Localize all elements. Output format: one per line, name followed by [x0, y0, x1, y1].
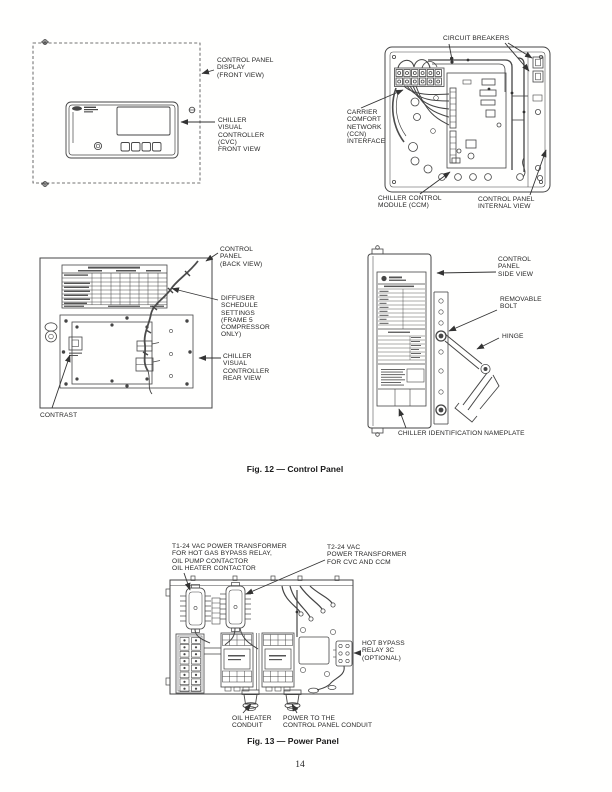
diffuser-schedule-table: [61, 264, 168, 309]
t2-transformer: [220, 582, 251, 632]
circuit-breaker-icon: [532, 56, 544, 69]
oil-heater-contactor: [220, 632, 254, 692]
fig13-caption: Fig. 13 — Power Panel: [247, 736, 339, 746]
control-panel-back-view-drawing: [39, 252, 221, 409]
oil-pump-contactor: [261, 632, 295, 692]
leader-lines: [183, 559, 361, 714]
leader-lines: [398, 269, 500, 429]
page-number: 14: [295, 760, 305, 770]
label-ccn-interface: CARRIER COMFORT NETWORK (CCN) INTERFACE: [347, 109, 386, 146]
label-back-view: CONTROL PANEL (BACK VIEW): [220, 246, 263, 268]
label-side-view: CONTROL PANEL SIDE VIEW: [498, 256, 534, 278]
removable-bolt-icon: [435, 330, 447, 342]
label-hot-bypass-relay: HOT BYPASS RELAY 3C (OPTIONAL): [362, 640, 405, 662]
leader-lines: [360, 42, 547, 196]
fig12-caption: Fig. 12 — Control Panel: [246, 464, 344, 474]
panel-screw-icon: [188, 106, 196, 114]
t1-transformer: [180, 584, 211, 633]
leader-lines: [180, 68, 215, 125]
label-internal-view: CONTROL PANEL INTERNAL VIEW: [478, 196, 535, 211]
circuit-breaker-icon: [532, 70, 544, 83]
label-cvc-rear-view: CHILLER VISUAL CONTROLLER REAR VIEW: [223, 353, 270, 382]
control-panel-front-view-drawing: [32, 39, 215, 187]
label-cvc-front-view: CHILLER VISUAL CONTROLLER (CVC) FRONT VI…: [218, 117, 265, 154]
label-contrast: CONTRAST: [40, 412, 78, 419]
hinge-bracket: [433, 291, 449, 425]
label-hinge: HINGE: [502, 333, 524, 340]
cvc-display-screen: [116, 106, 171, 136]
carrier-logo-icon: [72, 106, 98, 113]
label-oil-heater-conduit: OIL HEATER CONDUIT: [232, 715, 272, 730]
hinge-arm: [444, 333, 500, 423]
ccn-terminal-block: [394, 67, 445, 87]
label-t1-transformer: T1-24 VAC POWER TRANSFORMER FOR HOT GAS …: [172, 543, 287, 572]
lower-bolt-icon: [435, 404, 447, 416]
label-control-panel-display: CONTROL PANEL DISPLAY (FRONT VIEW): [217, 57, 274, 79]
hot-bypass-relay: [333, 640, 353, 667]
ccm-board: [446, 72, 507, 169]
contrast-pot: [68, 336, 83, 351]
cvc-round-button: [93, 141, 103, 151]
label-t2-transformer: T2-24 VAC POWER TRANSFORMER FOR CVC AND …: [327, 544, 407, 566]
identification-nameplate: [376, 271, 427, 407]
label-ccm: CHILLER CONTROL MODULE (CCM): [378, 195, 442, 210]
label-diffuser-settings: DIFFUSER SCHEDULE SETTINGS (FRAME 5 COMP…: [221, 295, 270, 339]
mounting-bolt-icon: [41, 39, 49, 45]
label-identification-nameplate: CHILLER IDENTIFICATION NAMEPLATE: [398, 430, 525, 437]
cvc-softkey-buttons: [120, 142, 162, 152]
leader-lines: [51, 252, 221, 409]
power-terminal-strip: [175, 633, 205, 694]
power-panel-drawing: [165, 559, 361, 714]
control-panel-internal-view-drawing: [360, 42, 551, 196]
door-latch-icon: [44, 322, 58, 343]
label-circuit-breakers: CIRCUIT BREAKERS: [443, 35, 510, 42]
label-removable-bolt: REMOVABLE BOLT: [500, 296, 542, 311]
oil-heater-conduit-fitting: [241, 689, 260, 711]
mounting-bolt-icon: [41, 181, 49, 187]
control-panel-side-view-drawing: [367, 245, 500, 437]
label-power-conduit: POWER TO THE CONTROL PANEL CONDUIT: [283, 715, 373, 730]
power-conduit-fitting: [283, 689, 302, 711]
